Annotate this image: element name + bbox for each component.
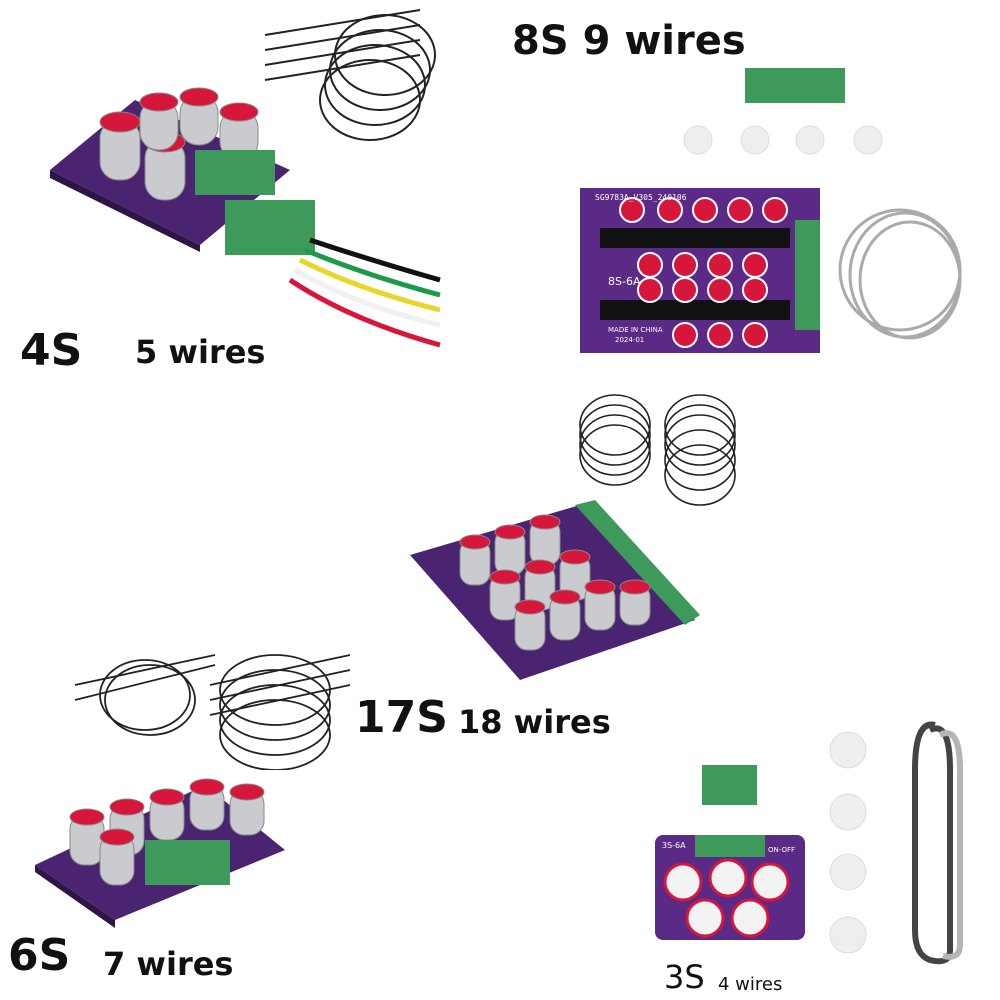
board-8s-id: SG9783A_V305_240106 bbox=[595, 193, 687, 202]
board-8s-date: 2024-01 bbox=[615, 336, 644, 344]
label-17s: 17S bbox=[355, 692, 448, 743]
board-8s-made: MADE IN CHINA bbox=[608, 326, 663, 334]
label-6s: 6S bbox=[8, 930, 71, 981]
label-17s-wires: 18 wires bbox=[458, 703, 611, 741]
board-3s-model: 3S-6A bbox=[662, 841, 686, 850]
board-3s-switch: ON-OFF bbox=[768, 846, 795, 854]
label-6s-wires: 7 wires bbox=[103, 945, 234, 983]
label-4s-wires: 5 wires bbox=[135, 333, 266, 371]
board-8s-photo: SG9783A_V305_240106 8S-6A MADE IN CHINA … bbox=[580, 68, 962, 353]
wire-coil-icon bbox=[264, 9, 436, 141]
label-3s-wires: 4 wires bbox=[718, 974, 783, 995]
capacitors-6s bbox=[69, 778, 265, 886]
label-4s: 4S bbox=[20, 325, 83, 376]
capacitors-3s bbox=[663, 858, 790, 938]
board-17s-photo bbox=[410, 500, 700, 680]
board-6s-photo bbox=[35, 778, 285, 928]
board-4s-photo bbox=[50, 9, 441, 348]
label-3s: 3S bbox=[664, 958, 705, 996]
board-3s-photo: 3S-6A ON-OFF bbox=[655, 721, 963, 965]
capacitors-17s bbox=[459, 514, 651, 651]
capacitors-4s bbox=[99, 87, 259, 201]
wire-coils-6s bbox=[74, 654, 351, 770]
capacitors-8s bbox=[619, 197, 788, 348]
label-8s: 8S 9 wires bbox=[512, 18, 746, 64]
board-8s-model: 8S-6A bbox=[608, 275, 641, 288]
wire-coils-17s bbox=[579, 394, 736, 506]
